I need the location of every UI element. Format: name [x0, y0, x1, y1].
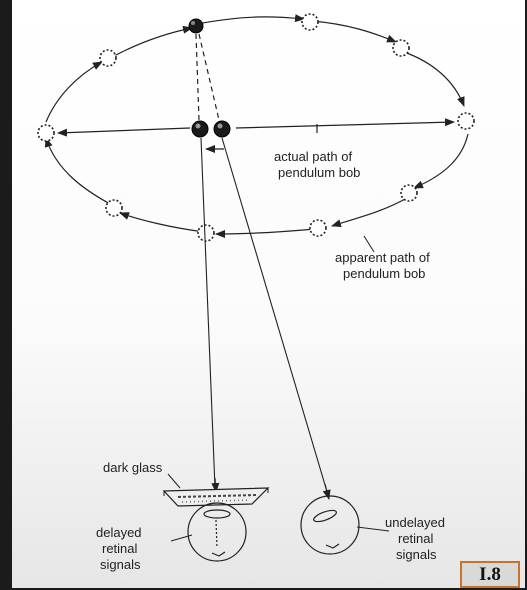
apparent-path-leader: [363, 235, 375, 253]
bob-position: [37, 124, 55, 142]
pulfrich-diagram: actual path of pendulum bob apparent pat…: [37, 13, 475, 572]
bob-position: [392, 39, 410, 57]
actual-path-label-line2: pendulum bob: [278, 165, 360, 180]
apparent-path-label-line2: pendulum bob: [343, 266, 425, 281]
delayed-label-line2: retinal: [102, 541, 138, 556]
bob-position: [400, 184, 418, 202]
bob-position: [99, 49, 117, 67]
sight-lines: [200, 137, 329, 496]
undelayed-label-line2: retinal: [398, 531, 434, 546]
apparent-path-ellipse: [44, 14, 469, 238]
figure-frame: actual path of pendulum bob apparent pat…: [12, 0, 525, 588]
bob-position: [457, 112, 475, 130]
pendulum-bob-top: [188, 18, 204, 34]
bob-position: [309, 219, 327, 237]
apparent-path-label-line1: apparent path of: [335, 250, 430, 265]
bob-position: [105, 199, 123, 217]
undelayed-label-line1: undelayed: [385, 515, 445, 530]
delayed-label-line1: delayed: [96, 525, 142, 540]
right-eye: [300, 495, 360, 555]
left-eye: [187, 502, 247, 562]
delayed-leader: [170, 534, 193, 542]
dark-glass: [162, 487, 270, 507]
pendulum-bob-right: [213, 120, 231, 138]
bob-position: [301, 13, 319, 31]
dashed-projection-lines: [195, 33, 220, 121]
undelayed-leader: [356, 526, 390, 532]
bob-highlight: [217, 123, 223, 129]
dark-glass-leader: [167, 473, 181, 489]
dark-glass-label: dark glass: [103, 460, 163, 475]
undelayed-label-line3: signals: [396, 547, 437, 562]
bob-positions: [37, 13, 475, 242]
pendulum-bob-left: [191, 120, 209, 138]
bob-highlight: [195, 123, 201, 129]
figure-number-badge: I.8: [460, 561, 520, 588]
bob-position: [197, 224, 215, 242]
actual-path-arrow: [57, 118, 455, 137]
delayed-label-line3: signals: [100, 557, 141, 572]
bob-highlight: [191, 21, 195, 25]
actual-path-label-line1: actual path of: [274, 149, 352, 164]
